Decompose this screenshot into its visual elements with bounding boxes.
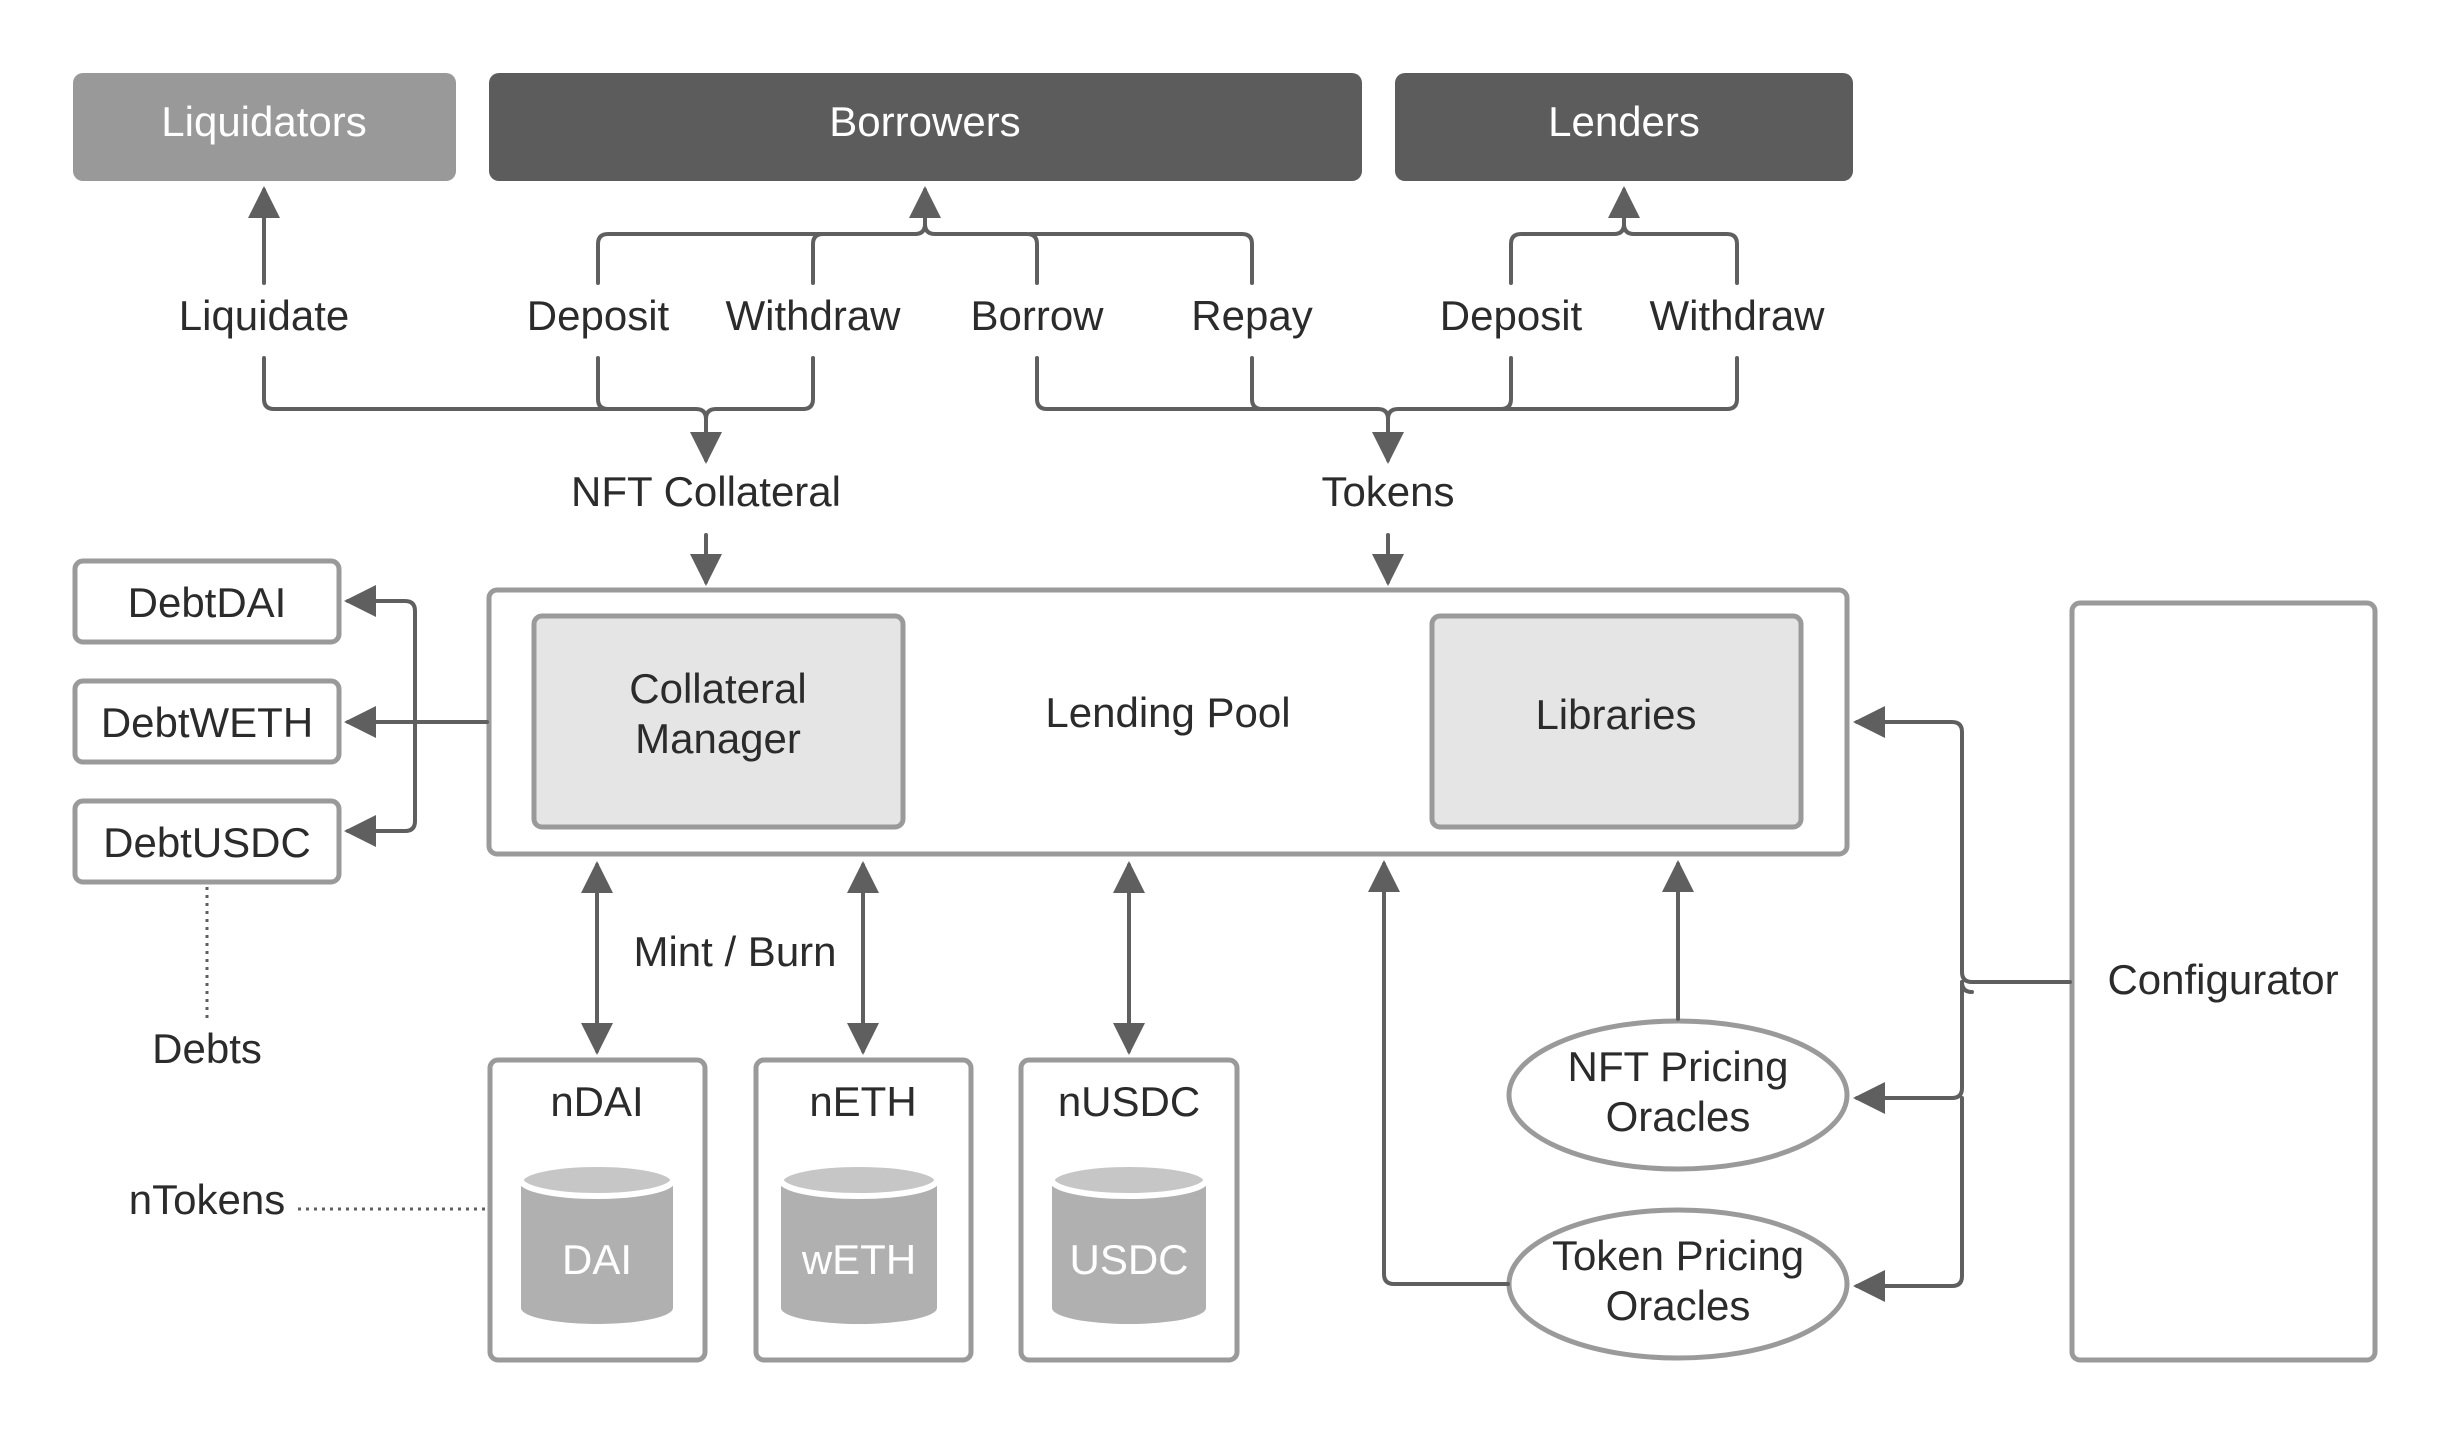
nft-pricing-oracles: NFT Pricing Oracles [1506,1018,1850,1172]
lending-pool-label: Lending Pool [1045,689,1290,736]
debt-token-debtdai: DebtDAI [72,558,342,645]
liquidators-box: Liquidators [73,73,456,181]
action-deposit-lender: Deposit [1440,292,1583,339]
action-repay: Repay [1191,292,1312,339]
actor-connectors [248,186,1739,285]
token-oracles-label-line1: Token Pricing [1552,1232,1804,1279]
action-withdraw-borrower: Withdraw [725,292,901,339]
configurator-box: Configurator [2069,600,2378,1363]
collateral-manager-label-line2: Manager [635,715,801,762]
dai-cylinder-icon [518,1161,676,1324]
ntoken-ndai: nDAI DAI [487,1057,708,1363]
borrowers-label: Borrowers [829,98,1020,145]
ntoken-label: nDAI [550,1078,643,1125]
ntoken-label: nETH [809,1078,916,1125]
nft-oracles-label-line1: NFT Pricing [1568,1043,1789,1090]
debt-token-label: DebtDAI [128,579,287,626]
configurator-connectors [1853,706,2072,1302]
token-pricing-oracles: Token Pricing Oracles [1506,1207,1850,1361]
debt-token-debtweth: DebtWETH [72,678,342,765]
debts-caption: Debts [152,1025,262,1072]
action-borrow: Borrow [970,292,1104,339]
usdc-cylinder-icon [1049,1161,1209,1324]
debt-token-debtusdc: DebtUSDC [72,798,342,885]
ntoken-nusdc: nUSDC USDC [1018,1057,1240,1363]
nft-oracles-label-line2: Oracles [1606,1093,1751,1140]
flow-mint-burn: Mint / Burn [633,928,836,975]
weth-cylinder-icon [778,1161,940,1324]
collateral-manager-box: Collateral Manager [531,613,906,830]
debt-connectors [344,585,489,847]
flow-tokens: Tokens [1321,468,1454,515]
lenders-box: Lenders [1395,73,1853,181]
ntoken-label: nUSDC [1058,1078,1200,1125]
libraries-label: Libraries [1535,691,1696,738]
debt-token-label: DebtWETH [101,699,313,746]
borrowers-box: Borrowers [489,73,1362,181]
ntoken-asset-label: wETH [801,1236,916,1283]
libraries-box: Libraries [1429,613,1804,830]
oracle-connectors [1368,860,1694,1286]
collateral-manager-label-line1: Collateral [629,665,806,712]
ntoken-asset-label: DAI [562,1236,632,1283]
ntokens-caption: nTokens [129,1176,285,1223]
lending-pool: Lending Pool Collateral Manager Librarie… [486,587,1850,857]
token-oracles-label-line2: Oracles [1606,1282,1751,1329]
action-withdraw-lender: Withdraw [1649,292,1825,339]
mint-burn-arrows [581,861,1145,1055]
configurator-label: Configurator [2107,956,2338,1003]
ntoken-asset-label: USDC [1069,1236,1188,1283]
flow-connectors [262,356,1739,586]
action-deposit-borrower: Deposit [527,292,670,339]
lenders-label: Lenders [1548,98,1700,145]
flow-nft-collateral: NFT Collateral [571,468,841,515]
action-liquidate: Liquidate [179,292,349,339]
debt-token-label: DebtUSDC [103,819,311,866]
liquidators-label: Liquidators [161,98,366,145]
ntoken-neth: nETH wETH [753,1057,974,1363]
